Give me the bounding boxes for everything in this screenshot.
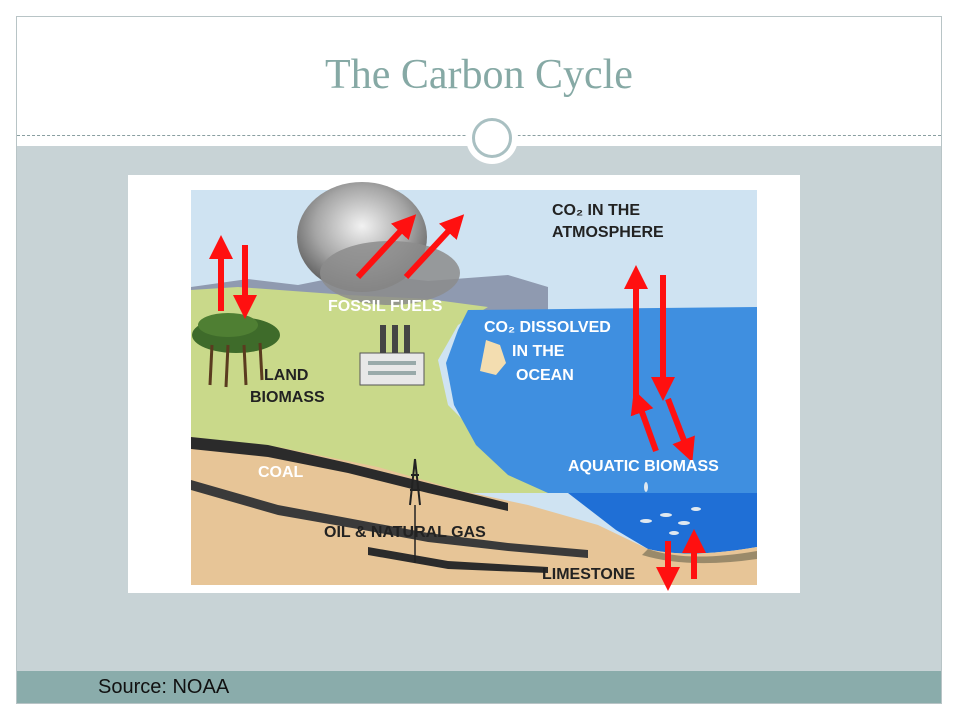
label-co2-atmosphere-1: CO₂ IN THE xyxy=(552,202,640,219)
flow-arrows xyxy=(209,214,706,591)
label-fossil-fuels: FOSSIL FUELS xyxy=(328,298,443,315)
arrow-aquatic-down xyxy=(665,397,695,463)
carbon-cycle-diagram: CO₂ IN THE ATMOSPHERE FOSSIL FUELS LAND … xyxy=(191,182,757,591)
beach xyxy=(480,340,506,375)
label-co2-atmosphere-2: ATMOSPHERE xyxy=(552,224,664,241)
arrow-fossil-up-1 xyxy=(355,214,417,280)
label-co2-ocean-2: IN THE xyxy=(512,343,565,360)
label-aquatic-biomass: AQUATIC BIOMASS xyxy=(568,458,719,475)
label-land-biomass-1: LAND xyxy=(264,367,308,384)
slide-title: The Carbon Cycle xyxy=(325,52,633,98)
arrow-aquatic-up xyxy=(630,389,659,453)
label-land-biomass-2: BIOMASS xyxy=(250,389,325,406)
oil-layer xyxy=(191,480,588,558)
land xyxy=(191,287,568,493)
label-co2-ocean-1: CO₂ DISSOLVED xyxy=(484,319,611,336)
coal-seam xyxy=(191,437,508,511)
divider-ring-inner xyxy=(472,118,512,158)
factory-icon xyxy=(359,325,425,386)
arrow-fossil-up-2 xyxy=(403,214,465,280)
trees-icon xyxy=(192,313,280,388)
label-co2-ocean-3: OCEAN xyxy=(516,367,574,384)
label-coal: COAL xyxy=(258,464,304,481)
label-oil-gas: OIL & NATURAL GAS xyxy=(324,524,486,541)
gas-layer xyxy=(368,547,548,573)
source-caption: Source: NOAA xyxy=(98,676,230,698)
oil-derrick-icon xyxy=(409,458,421,563)
fish-icon xyxy=(640,482,701,535)
carbon-cycle-picture: CO₂ IN THE ATMOSPHERE FOSSIL FUELS LAND … xyxy=(128,175,800,593)
label-limestone: LIMESTONE xyxy=(542,566,635,583)
soil xyxy=(191,437,757,585)
divider-ring-icon xyxy=(466,112,518,164)
smoke-cloud-base xyxy=(320,241,460,305)
ocean-deep xyxy=(568,493,757,554)
footer-bar: Source: NOAA xyxy=(17,671,941,703)
